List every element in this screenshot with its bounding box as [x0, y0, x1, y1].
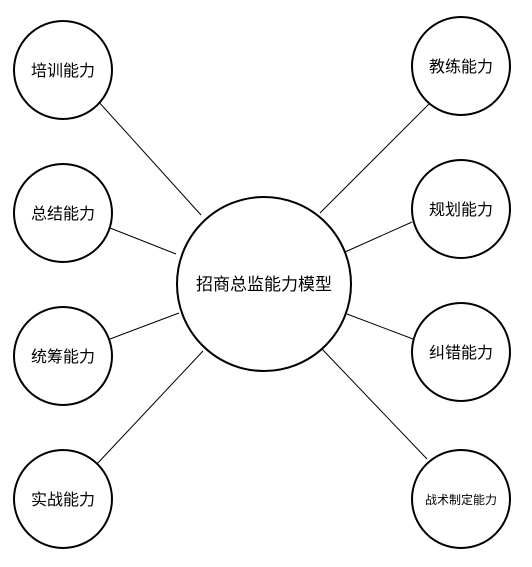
- node-tactics: 战术制定能力: [411, 449, 511, 549]
- node-training-label: 培训能力: [31, 61, 95, 80]
- center-node-label: 招商总监能力模型: [196, 275, 332, 295]
- connector-coaching: [319, 100, 433, 214]
- node-summary: 总结能力: [13, 163, 113, 263]
- node-training: 培训能力: [13, 20, 113, 120]
- node-coaching: 教练能力: [411, 16, 511, 116]
- node-tactics-label: 战术制定能力: [425, 492, 497, 507]
- node-coaching-label: 教练能力: [429, 57, 493, 76]
- connector-combat: [95, 350, 204, 466]
- connector-training: [96, 99, 202, 216]
- connector-summary: [109, 227, 177, 255]
- node-correction: 纠错能力: [411, 302, 511, 402]
- connector-coordination: [109, 312, 180, 340]
- node-planning: 规划能力: [411, 159, 511, 259]
- node-coordination-label: 统筹能力: [31, 347, 95, 366]
- connectors: [95, 99, 433, 466]
- connector-correction: [346, 313, 414, 340]
- connector-planning: [344, 221, 413, 253]
- connector-tactics: [321, 348, 428, 460]
- node-coordination: 统筹能力: [13, 306, 113, 406]
- node-combat: 实战能力: [13, 449, 113, 549]
- node-combat-label: 实战能力: [31, 490, 95, 509]
- node-summary-label: 总结能力: [31, 204, 95, 223]
- node-planning-label: 规划能力: [429, 200, 493, 219]
- node-correction-label: 纠错能力: [429, 343, 493, 362]
- center-node: 招商总监能力模型: [176, 196, 352, 372]
